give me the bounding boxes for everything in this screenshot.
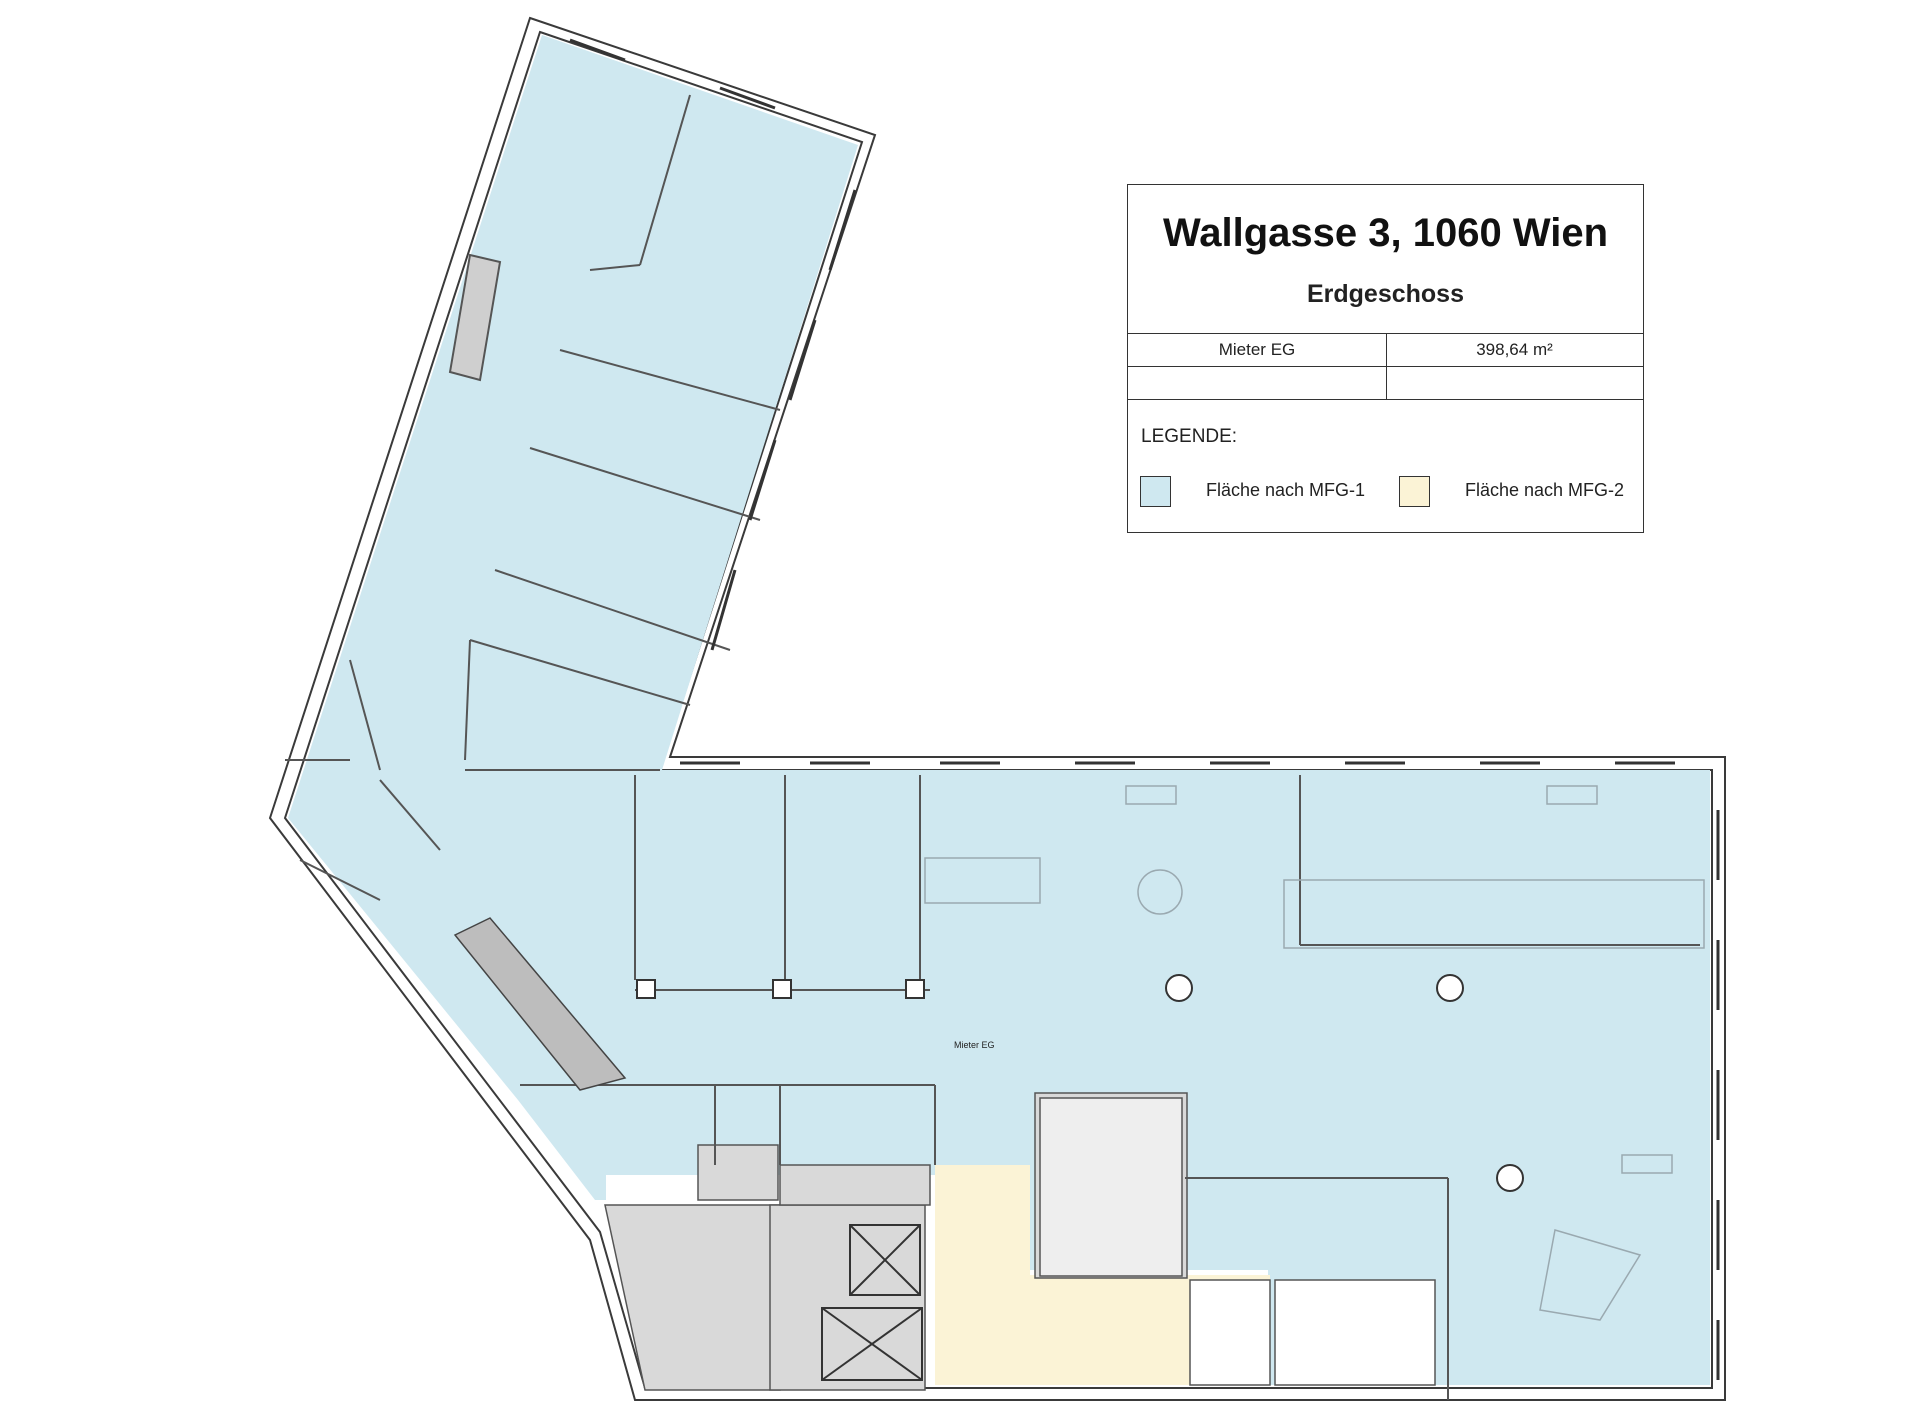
elevator-shafts — [821, 1224, 923, 1381]
area-cell: 398,64 m² — [1476, 340, 1553, 359]
interior-walls — [285, 94, 781, 901]
stair-core — [1039, 1097, 1436, 1386]
table-row: Mieter EG 398,64 m² — [1128, 333, 1643, 366]
address-title: Wallgasse 3, 1060 Wien — [1162, 211, 1609, 255]
legend-label-mfg2: Fläche nach MFG-2 — [1465, 480, 1625, 500]
area-cell — [1386, 367, 1643, 399]
staircase — [453, 917, 627, 1091]
windows — [569, 38, 1720, 1380]
cell-divider — [1386, 367, 1387, 399]
floor-subtitle: Erdgeschoss — [1306, 280, 1464, 308]
cell-divider — [1386, 334, 1387, 366]
tenant-cell — [1128, 367, 1386, 399]
tenant-area-label: Mieter EG — [954, 1040, 995, 1050]
furniture — [924, 785, 1705, 1321]
columns — [636, 974, 1524, 1192]
title-block: Wallgasse 3, 1060 Wien Erdgeschoss Miete… — [1127, 184, 1644, 533]
legend-swatch-mfg2 — [1399, 476, 1430, 507]
legend-label-mfg1: Fläche nach MFG-1 — [1206, 480, 1366, 500]
tenant-cell: Mieter EG — [1218, 340, 1296, 359]
legend-separator — [1128, 399, 1643, 400]
main-walls — [520, 775, 1700, 1400]
table-row — [1128, 366, 1643, 399]
legend-title: LEGENDE: — [1141, 426, 1238, 447]
legend-swatch-mfg1 — [1140, 476, 1171, 507]
